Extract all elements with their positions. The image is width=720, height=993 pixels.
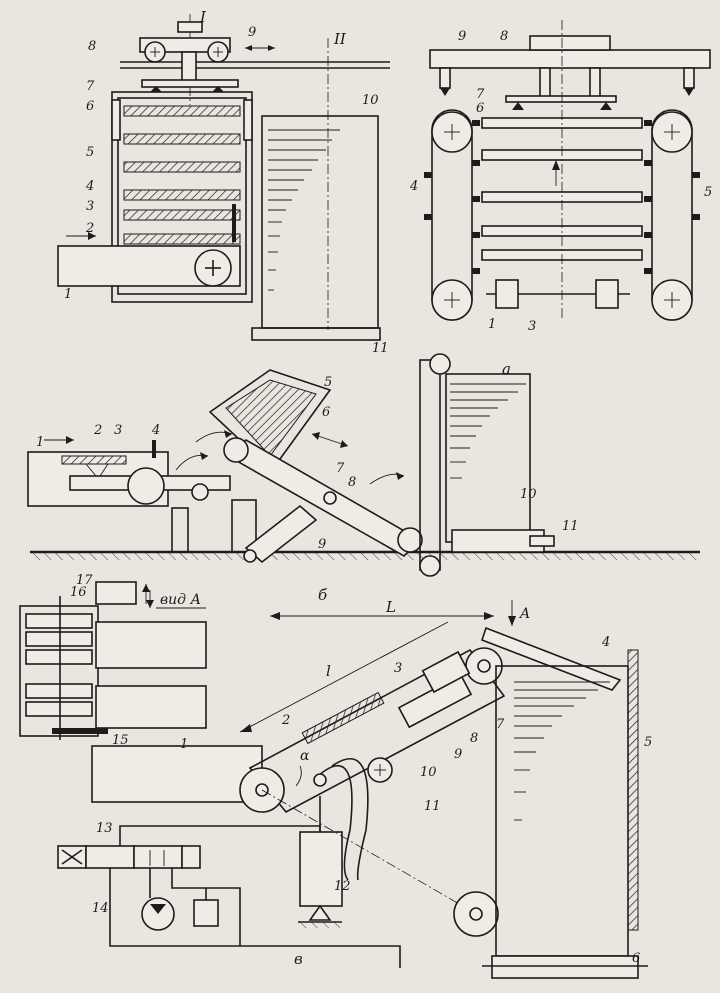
- angle-label: α: [300, 748, 310, 764]
- label-a7: 7: [86, 79, 95, 94]
- label-v12: 12: [334, 879, 351, 894]
- label-v5: 5: [644, 735, 652, 750]
- label-v14: 14: [92, 901, 109, 916]
- section-mark-II: II: [333, 30, 347, 48]
- label-b4: 4: [151, 423, 160, 438]
- label-ar5: 5: [704, 185, 712, 200]
- label-v8: 8: [470, 731, 478, 746]
- label-v2: 2: [281, 713, 290, 728]
- label-ar9: 9: [458, 29, 466, 44]
- label-a4: 4: [85, 179, 94, 194]
- label-a3: 3: [86, 199, 94, 214]
- label-v4: 4: [601, 635, 610, 650]
- subfigure-a-right: 1 3 4 5 6 7 8 9 а: [409, 20, 712, 378]
- label-b11: 11: [562, 519, 579, 534]
- label-b9: 9: [318, 537, 326, 552]
- label-ar1: 1: [488, 317, 496, 332]
- label-ar8: 8: [500, 29, 508, 44]
- label-ar7: 7: [476, 87, 485, 102]
- arrow-a-label: A: [518, 606, 530, 622]
- label-b5: 5: [324, 375, 332, 390]
- label-a11: 11: [372, 341, 389, 356]
- label-b8: 8: [348, 475, 356, 490]
- label-v17: 17: [76, 573, 93, 588]
- label-ar6: 6: [476, 101, 484, 116]
- label-v10: 10: [420, 765, 437, 780]
- stack-sheets-v: [514, 681, 610, 821]
- label-v13: 13: [96, 821, 113, 836]
- label-b10: 10: [520, 487, 537, 502]
- stack-sheets-a: [268, 129, 340, 291]
- view-a-label: вид А: [160, 592, 201, 608]
- stack-sheets-b: [450, 383, 526, 479]
- subfigure-label-a: а: [502, 360, 511, 378]
- dimension-l-label: l: [326, 662, 331, 680]
- label-b3: 3: [114, 423, 122, 438]
- label-ar3: 3: [528, 319, 536, 334]
- label-b2: 2: [93, 423, 102, 438]
- label-a2: 2: [85, 221, 94, 236]
- subfigure-label-v: в: [294, 950, 303, 968]
- label-ar4: 4: [409, 179, 418, 194]
- label-v3: 3: [394, 661, 402, 676]
- section-mark-I: I: [199, 8, 207, 26]
- subfigure-v: вид А: [19, 573, 652, 979]
- label-b6: 6: [322, 405, 330, 420]
- label-a5: 5: [86, 145, 94, 160]
- subfigure-b: 1 2 3 4 5 6 7 8 9 10 11 б: [27, 353, 700, 604]
- label-b7: 7: [336, 461, 345, 476]
- subfigure-a-left: I: [57, 8, 390, 356]
- label-a6: 6: [86, 99, 94, 114]
- label-a1: 1: [64, 287, 72, 302]
- label-v9: 9: [454, 747, 462, 762]
- label-v16: 16: [70, 585, 87, 600]
- label-a9: 9: [248, 25, 256, 40]
- label-v11: 11: [424, 799, 441, 814]
- dimension-L-label: L: [385, 598, 396, 616]
- label-a8: 8: [88, 39, 96, 54]
- roller-stack: [25, 613, 93, 717]
- label-v6: 6: [632, 951, 640, 966]
- label-v7: 7: [496, 717, 505, 732]
- label-b1: 1: [36, 435, 44, 450]
- subfigure-label-b: б: [318, 586, 328, 604]
- label-a10: 10: [362, 93, 379, 108]
- label-v15: 15: [112, 733, 129, 748]
- label-v1: 1: [180, 737, 188, 752]
